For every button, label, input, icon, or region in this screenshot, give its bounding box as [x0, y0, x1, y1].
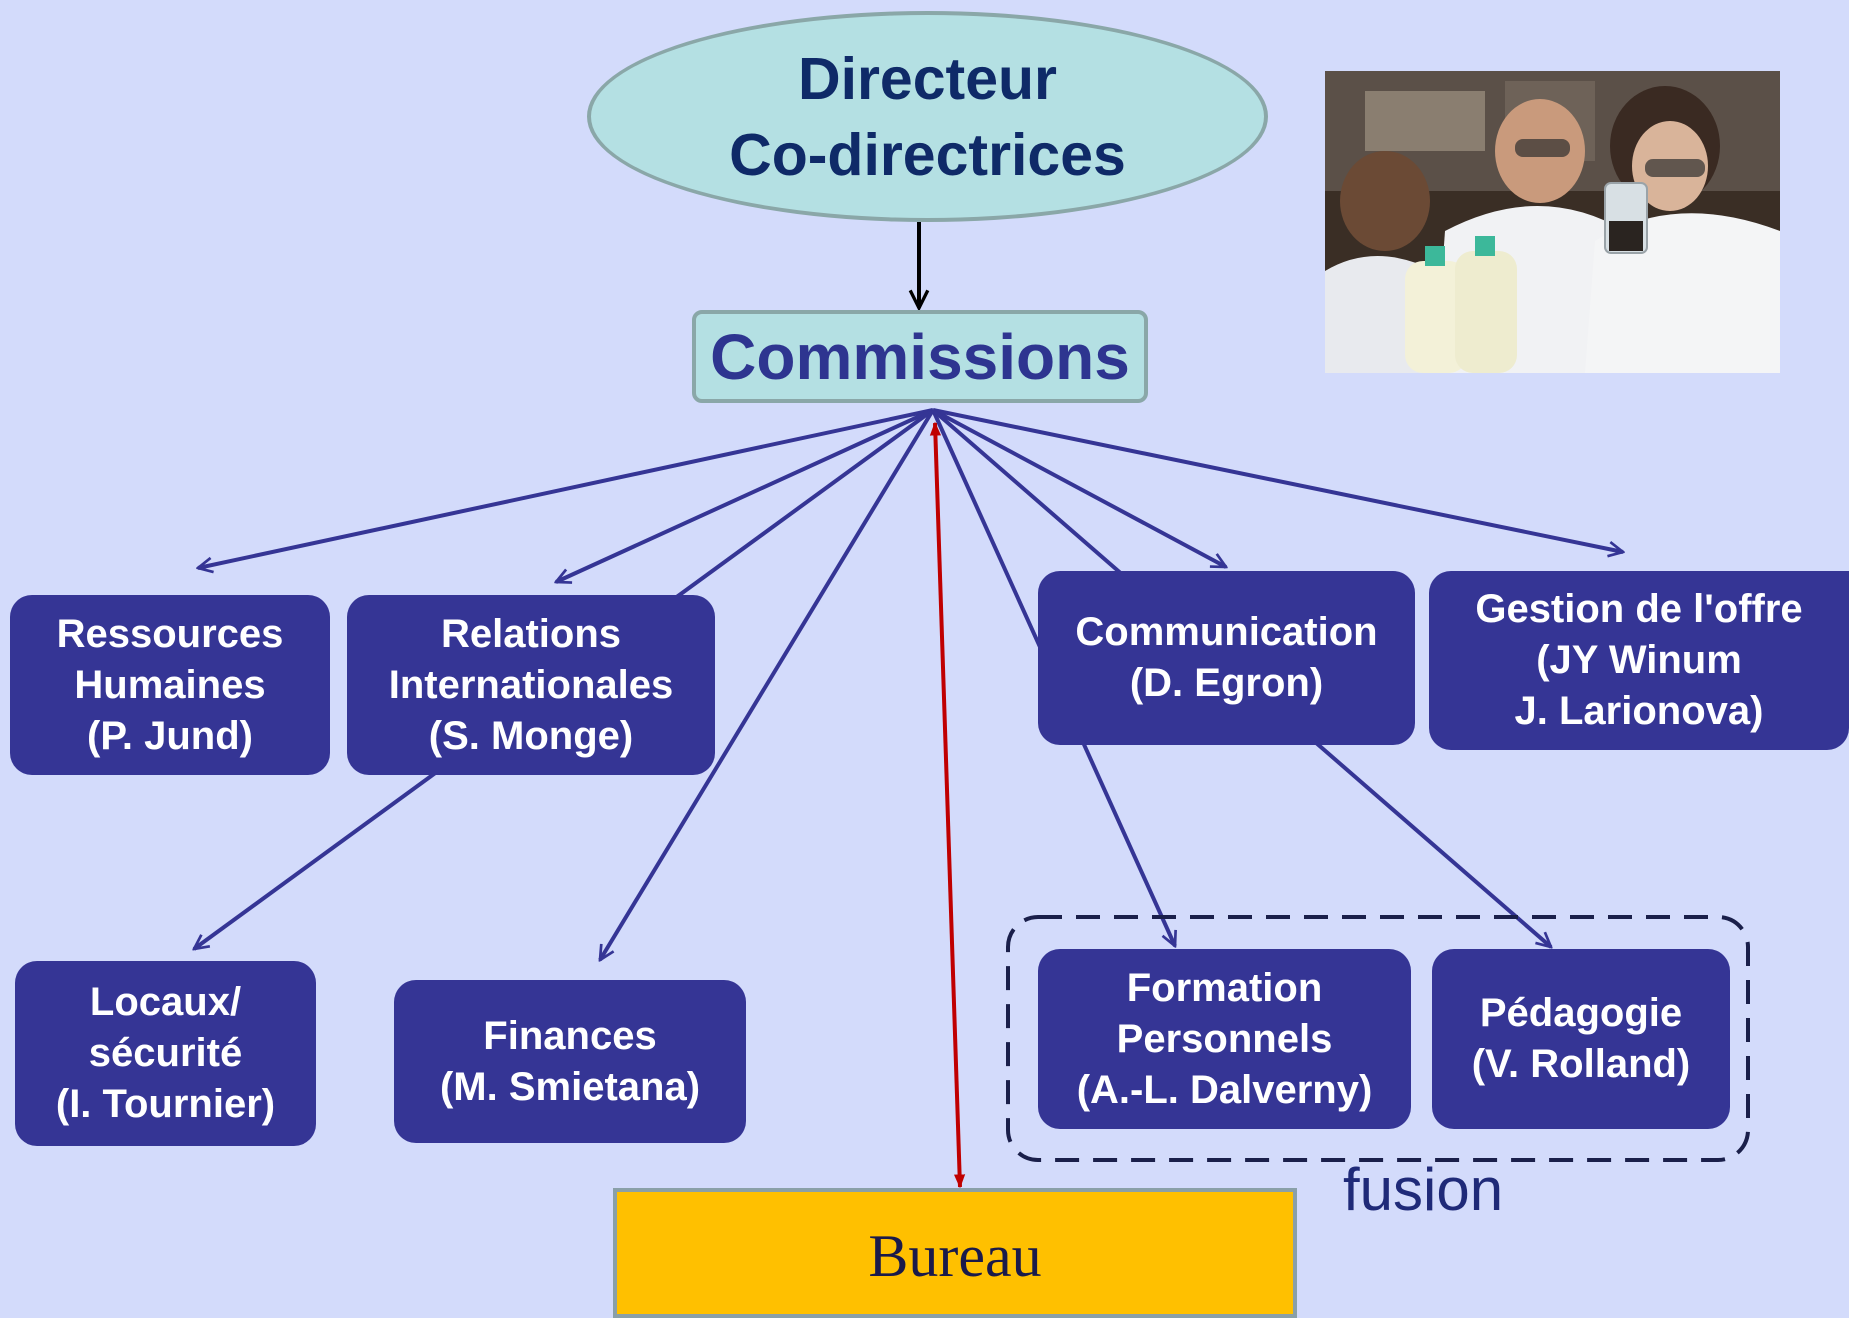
node-communication: Communication (D. Egron): [1038, 571, 1415, 745]
fusion-group: [1006, 915, 1750, 1162]
bureau-box: Bureau: [613, 1188, 1297, 1318]
node-text: (S. Monge): [428, 713, 634, 758]
node-text: (V. Rolland): [1471, 1042, 1691, 1086]
node-text: Humaines: [74, 662, 266, 707]
node-text: (D. Egron): [1129, 661, 1324, 705]
node-relations-internationales: Relations Internationales (S. Monge): [347, 595, 715, 775]
node-text: Finances: [483, 1013, 657, 1058]
commissions-label: Commissions: [710, 320, 1130, 393]
node-text: Gestion de l'offre: [1475, 587, 1803, 631]
arrow-communication: [932, 408, 1226, 569]
node-ressources-humaines: Ressources Humaines (P. Jund): [10, 595, 330, 775]
bureau-label: Bureau: [868, 1223, 1042, 1289]
node-formation-personnels: Formation Personnels (A.-L. Dalverny): [1038, 949, 1411, 1129]
node-finances: Finances (M. Smietana): [394, 980, 746, 1143]
node-gestion-offre: Gestion de l'offre (JY Winum J. Larionov…: [1429, 571, 1849, 750]
director-line2: Co-directrices: [729, 121, 1126, 188]
node-text: Relations: [440, 611, 622, 656]
fusion-label: fusion: [1343, 1156, 1504, 1223]
node-text: (I. Tournier): [55, 1082, 276, 1126]
node-text: (P. Jund): [87, 713, 253, 758]
arrow-rh: [198, 408, 934, 568]
arrow-gestion: [932, 408, 1623, 552]
director-ellipse: Directeur Co-directrices: [587, 11, 1268, 222]
lab-photo-illustration: [1325, 71, 1780, 373]
node-pedagogie: Pédagogie (V. Rolland): [1432, 949, 1730, 1129]
node-text: Formation: [1126, 965, 1323, 1010]
node-text: Communication: [1075, 610, 1378, 654]
arrow-finances: [598, 408, 935, 960]
director-line1: Directeur: [797, 45, 1058, 112]
node-text: sécurité: [88, 1031, 243, 1075]
arrow-commissions-bureau: [929, 421, 966, 1189]
commissions-box: Commissions: [692, 310, 1148, 403]
node-text: (M. Smietana): [439, 1064, 701, 1109]
node-text: (JY Winum: [1536, 638, 1742, 682]
node-locaux-securite: Locaux/ sécurité (I. Tournier): [15, 961, 316, 1146]
node-text: Personnels: [1116, 1016, 1333, 1061]
node-text: (A.-L. Dalverny): [1076, 1067, 1373, 1112]
node-text: Internationales: [388, 662, 674, 707]
arrow-ri: [556, 408, 934, 582]
node-text: Locaux/: [89, 980, 242, 1024]
node-text: Ressources: [56, 611, 284, 656]
lab-photo: [1325, 71, 1780, 373]
node-text: J. Larionova): [1514, 689, 1764, 733]
node-text: Pédagogie: [1479, 991, 1683, 1035]
